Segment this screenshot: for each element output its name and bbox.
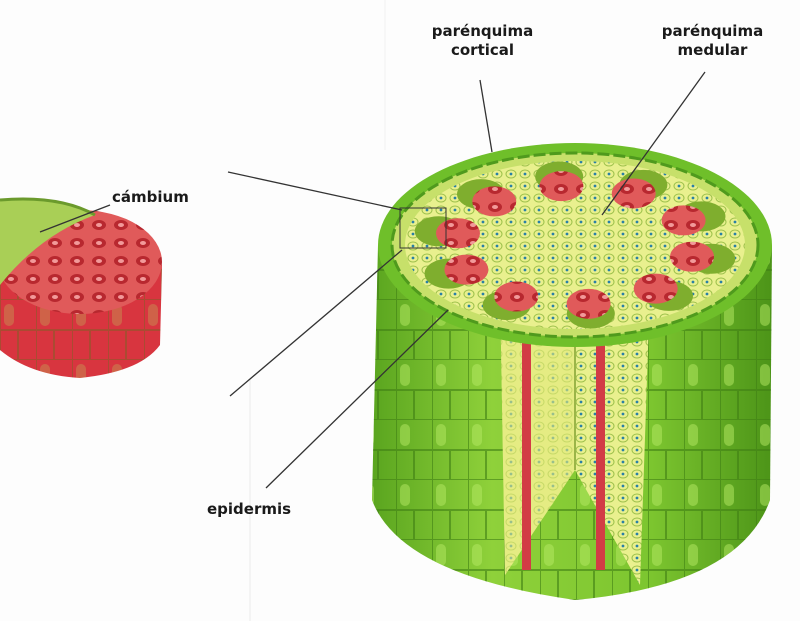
background-bleed [249, 0, 386, 621]
label-parenquima-medular: parénquima medular [645, 22, 780, 60]
label-medular-line2: medular [677, 41, 748, 59]
label-cortical-line2: cortical [450, 41, 515, 59]
xylem [661, 205, 706, 236]
xylem [633, 273, 678, 304]
xylem [611, 178, 656, 209]
leader-lines [39, 71, 706, 489]
label-cortical-line1: parénquima [431, 22, 534, 40]
label-epidermis: epidermis [207, 500, 292, 518]
vascular-bundle [633, 273, 693, 311]
xylem [670, 241, 715, 272]
vascular-bundle [535, 161, 584, 202]
vascular-bundle [457, 179, 517, 217]
vascular-bundle [670, 241, 736, 274]
vascular-bundle [661, 201, 726, 236]
label-parenquima-cortical: parénquima cortical [415, 22, 550, 60]
vascular-bundle [424, 254, 489, 289]
vascular-bundles [414, 161, 736, 329]
cambium-closeup [0, 197, 162, 378]
label-medular-line1: parénquima [661, 22, 764, 40]
xylem [566, 288, 611, 319]
vascular-bundle [414, 216, 480, 249]
xylem [494, 281, 539, 312]
xylem [472, 186, 517, 217]
label-cambium: cámbium [112, 188, 189, 206]
xylem [444, 254, 489, 285]
xylem [539, 171, 584, 202]
stem-cylinder [372, 143, 772, 600]
vascular-bundle [482, 281, 539, 321]
xylem [435, 218, 480, 249]
vascular-bundle [566, 288, 615, 329]
